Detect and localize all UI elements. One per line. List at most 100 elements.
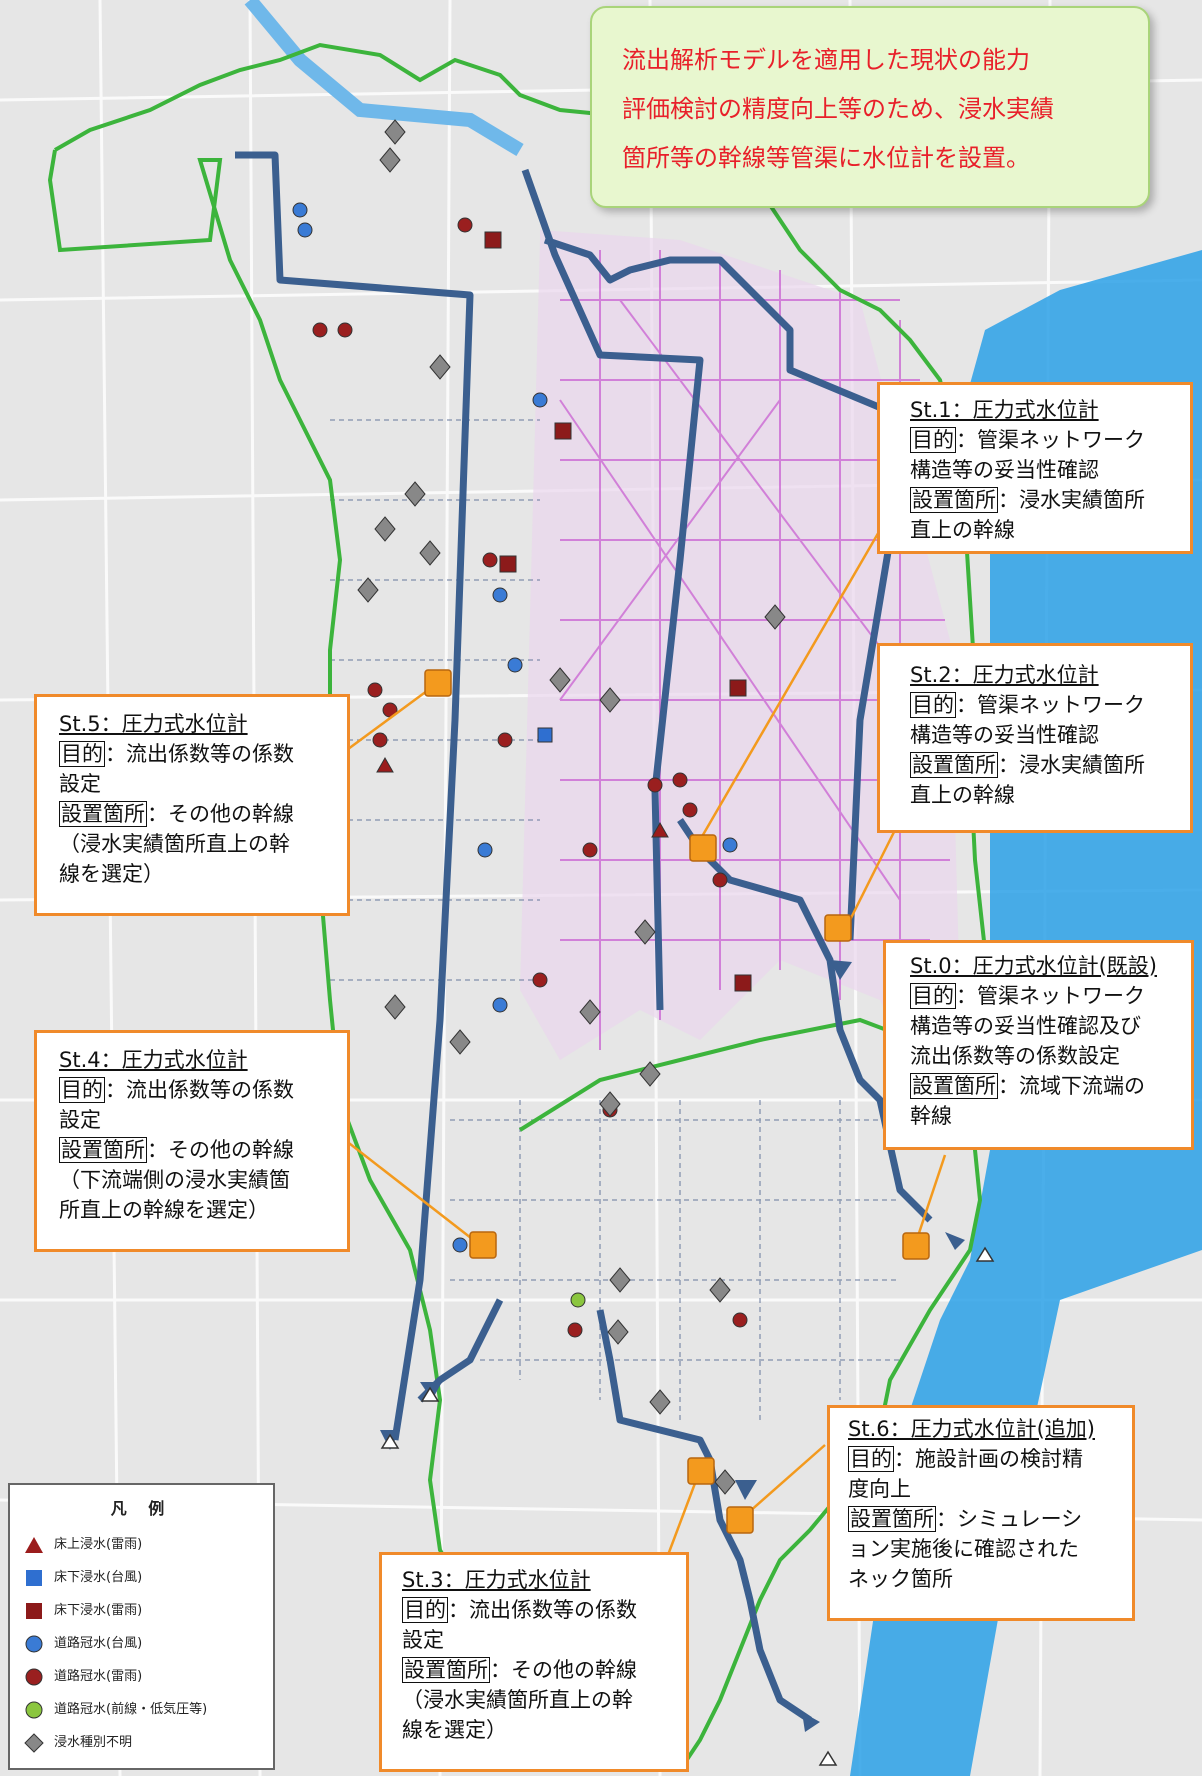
trunk-line-6 <box>596 1309 812 1723</box>
road-flood-typhoon-point <box>722 837 738 853</box>
callout-text: 設定 <box>59 772 101 796</box>
station-marker-st5 <box>424 669 452 697</box>
floor-below-storm-point <box>729 679 747 697</box>
callout-text: （下流端側の浸水実績箇 <box>59 1168 290 1192</box>
callout-label: 設置箇所 <box>402 1657 490 1683</box>
station-marker-st0 <box>902 1232 930 1260</box>
road-flood-storm-point <box>372 732 388 748</box>
outfall-markers <box>380 1246 995 1766</box>
road-flood-typhoon-point <box>507 657 523 673</box>
leader-st4 <box>344 1139 481 1246</box>
floor-below-storm-point <box>484 231 502 249</box>
diamond-unknown-point <box>419 540 441 566</box>
callout-st3: St.3：圧力式水位計 目的：流出係数等の係数 設定 設置箇所：その他の幹線 （… <box>379 1552 689 1772</box>
road-flood-storm-point <box>582 842 598 858</box>
square-icon <box>26 1603 42 1619</box>
leader-lines <box>339 529 947 1556</box>
callout-text: 構造等の妥当性確認 <box>910 458 1099 482</box>
road-flood-storm-point <box>647 777 663 793</box>
callout-text: ネック箇所 <box>848 1567 953 1591</box>
legend-item: 床下浸水(雷雨) <box>26 1601 142 1621</box>
road-flood-storm-point <box>732 1312 748 1328</box>
map-legend: 凡 例 床上浸水(雷雨) 床下浸水(台風) 床下浸水(雷雨) 道路冠水(台風) … <box>8 1483 275 1770</box>
diamond-unknown-point <box>709 1277 731 1303</box>
callout-title: St.1：圧力式水位計 <box>910 398 1099 422</box>
diamond-unknown-point <box>639 1061 661 1087</box>
outfall-marker <box>818 1750 838 1766</box>
callout-text: 直上の幹線 <box>910 518 1015 542</box>
callout-text: 構造等の妥当性確認及び <box>910 1014 1141 1038</box>
leader-st0 <box>913 1154 947 1246</box>
callout-label: 設置箇所 <box>910 487 998 513</box>
trunk-line-3 <box>543 236 914 941</box>
callout-text: ：管渠ネットワーク <box>956 428 1145 452</box>
callout-text: 度向上 <box>848 1477 911 1501</box>
road-flood-storm-point <box>682 802 698 818</box>
road-flood-typhoon-point <box>492 587 508 603</box>
flow-arrow <box>735 1480 757 1500</box>
diamond-unknown-point <box>609 1267 631 1293</box>
road-flood-storm-point <box>672 772 688 788</box>
station-marker-st3 <box>687 1457 715 1485</box>
road-flood-typhoon-point <box>452 1237 468 1253</box>
diamond-unknown-point <box>357 577 379 603</box>
diamond-unknown-point <box>374 516 396 542</box>
diamond-unknown-point <box>449 1029 471 1055</box>
legend-item: 床上浸水(雷雨) <box>25 1535 143 1555</box>
road-flood-typhoon-point <box>532 392 548 408</box>
callout-title: St.5：圧力式水位計 <box>59 712 248 736</box>
diamond-unknown-point <box>549 667 571 693</box>
callout-text: ：シミュレーシ <box>936 1507 1083 1531</box>
diamond-icon <box>24 1733 44 1753</box>
station-marker-st4 <box>469 1231 497 1259</box>
callout-st2: St.2：圧力式水位計 目的：管渠ネットワーク 構造等の妥当性確認 設置箇所：浸… <box>877 643 1193 833</box>
leader-st5 <box>339 683 436 757</box>
flow-arrow <box>945 1232 965 1250</box>
legend-label: 道路冠水(前線・低気圧等) <box>54 1702 208 1717</box>
road-flood-storm-point <box>497 732 513 748</box>
road-flood-storm-point <box>367 682 383 698</box>
floor-above-storm-point <box>376 756 394 773</box>
callout-text: （浸水実績箇所直上の幹 <box>59 832 290 856</box>
road-flood-storm-point <box>532 972 548 988</box>
triangle-icon <box>25 1537 43 1553</box>
callout-st6: St.6：圧力式水位計(追加) 目的：施設計画の検討精 度向上 設置箇所：シミュ… <box>827 1405 1135 1621</box>
callout-title: St.4：圧力式水位計 <box>59 1048 248 1072</box>
floor-below-storm-point <box>499 555 517 573</box>
flow-arrow <box>802 1712 820 1732</box>
callout-title: St.2：圧力式水位計 <box>910 663 1099 687</box>
gray-pipe-network <box>330 419 900 1420</box>
legend-item: 浸水種別不明 <box>24 1733 133 1753</box>
diamond-unknown-point <box>714 1469 736 1495</box>
legend-title: 凡 例 <box>110 1499 173 1518</box>
legend-label: 浸水種別不明 <box>54 1735 133 1750</box>
callout-label: 目的 <box>59 1077 105 1103</box>
road-flood-typhoon-point <box>477 842 493 858</box>
callout-text: 幹線 <box>910 1104 952 1128</box>
floor-above-storm-point <box>651 821 669 838</box>
callout-text: 設定 <box>402 1628 444 1652</box>
callout-text: ：管渠ネットワーク <box>956 693 1145 717</box>
floor-below-typhoon-point <box>537 727 553 743</box>
callout-text: ：流出係数等の係数 <box>105 742 294 766</box>
callout-text: ：その他の幹線 <box>147 1138 294 1162</box>
callout-text: ：流出係数等の係数 <box>448 1598 637 1622</box>
callout-label: 設置箇所 <box>848 1506 936 1532</box>
road-flood-storm-point <box>337 322 353 338</box>
callout-label: 設置箇所 <box>910 752 998 778</box>
purpose-note-line: 評価検討の精度向上等のため、浸水実績 <box>622 95 1054 123</box>
legend-label: 床上浸水(雷雨) <box>54 1537 143 1552</box>
inundation-points <box>292 119 786 1495</box>
road-flood-other-point <box>570 1292 586 1308</box>
outfall-marker <box>420 1386 440 1402</box>
leader-st1 <box>698 529 882 841</box>
diamond-unknown-point <box>607 1319 629 1345</box>
road-flood-storm-point <box>312 322 328 338</box>
square-icon <box>26 1570 42 1586</box>
callout-text: ：流出係数等の係数 <box>105 1078 294 1102</box>
callout-text: 設定 <box>59 1108 101 1132</box>
purpose-note-line: 流出解析モデルを適用した現状の能力 <box>622 46 1030 74</box>
circle-icon <box>25 1701 43 1719</box>
station-marker-st2 <box>824 914 852 942</box>
legend-label: 床下浸水(台風) <box>54 1570 143 1585</box>
